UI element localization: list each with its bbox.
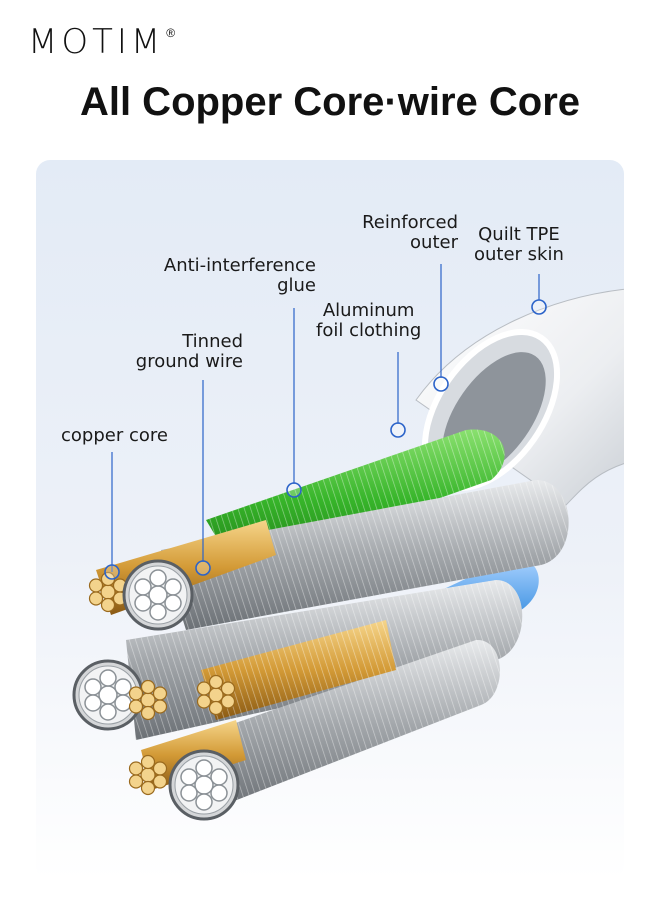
- tinned-ground-end: [122, 559, 194, 631]
- label-tinned-ground: Tinned ground wire: [135, 331, 243, 372]
- headline: All Copper Core·wire Core: [79, 80, 581, 124]
- label-quilt-tpe: Quilt TPE outer skin: [474, 224, 564, 265]
- brand-name: MOTIM: [28, 22, 165, 62]
- cable-illustration-panel: Reinforced outer Quilt TPE outer skin An…: [36, 160, 624, 880]
- registered-mark: ®: [166, 26, 176, 40]
- callout-dot-tpe: [531, 299, 547, 315]
- callout-dot-aluminum-foil: [390, 422, 406, 438]
- label-reinforced-outer: Reinforced outer: [362, 212, 458, 253]
- callout-dot-tinned-ground: [195, 560, 211, 576]
- callout-dot-reinforced-outer: [433, 376, 449, 392]
- label-aluminum-foil: Aluminum foil clothing: [316, 300, 422, 341]
- callout-dot-anti-interference: [286, 482, 302, 498]
- silver-end-bottom: [168, 749, 240, 821]
- label-copper-core: copper core: [61, 425, 168, 446]
- brand-logo: MOTIM ®: [28, 22, 175, 62]
- label-anti-interference: Anti-interference glue: [163, 255, 316, 296]
- callout-dot-copper-core: [104, 564, 120, 580]
- cable-cross-section-illustration: [72, 264, 624, 821]
